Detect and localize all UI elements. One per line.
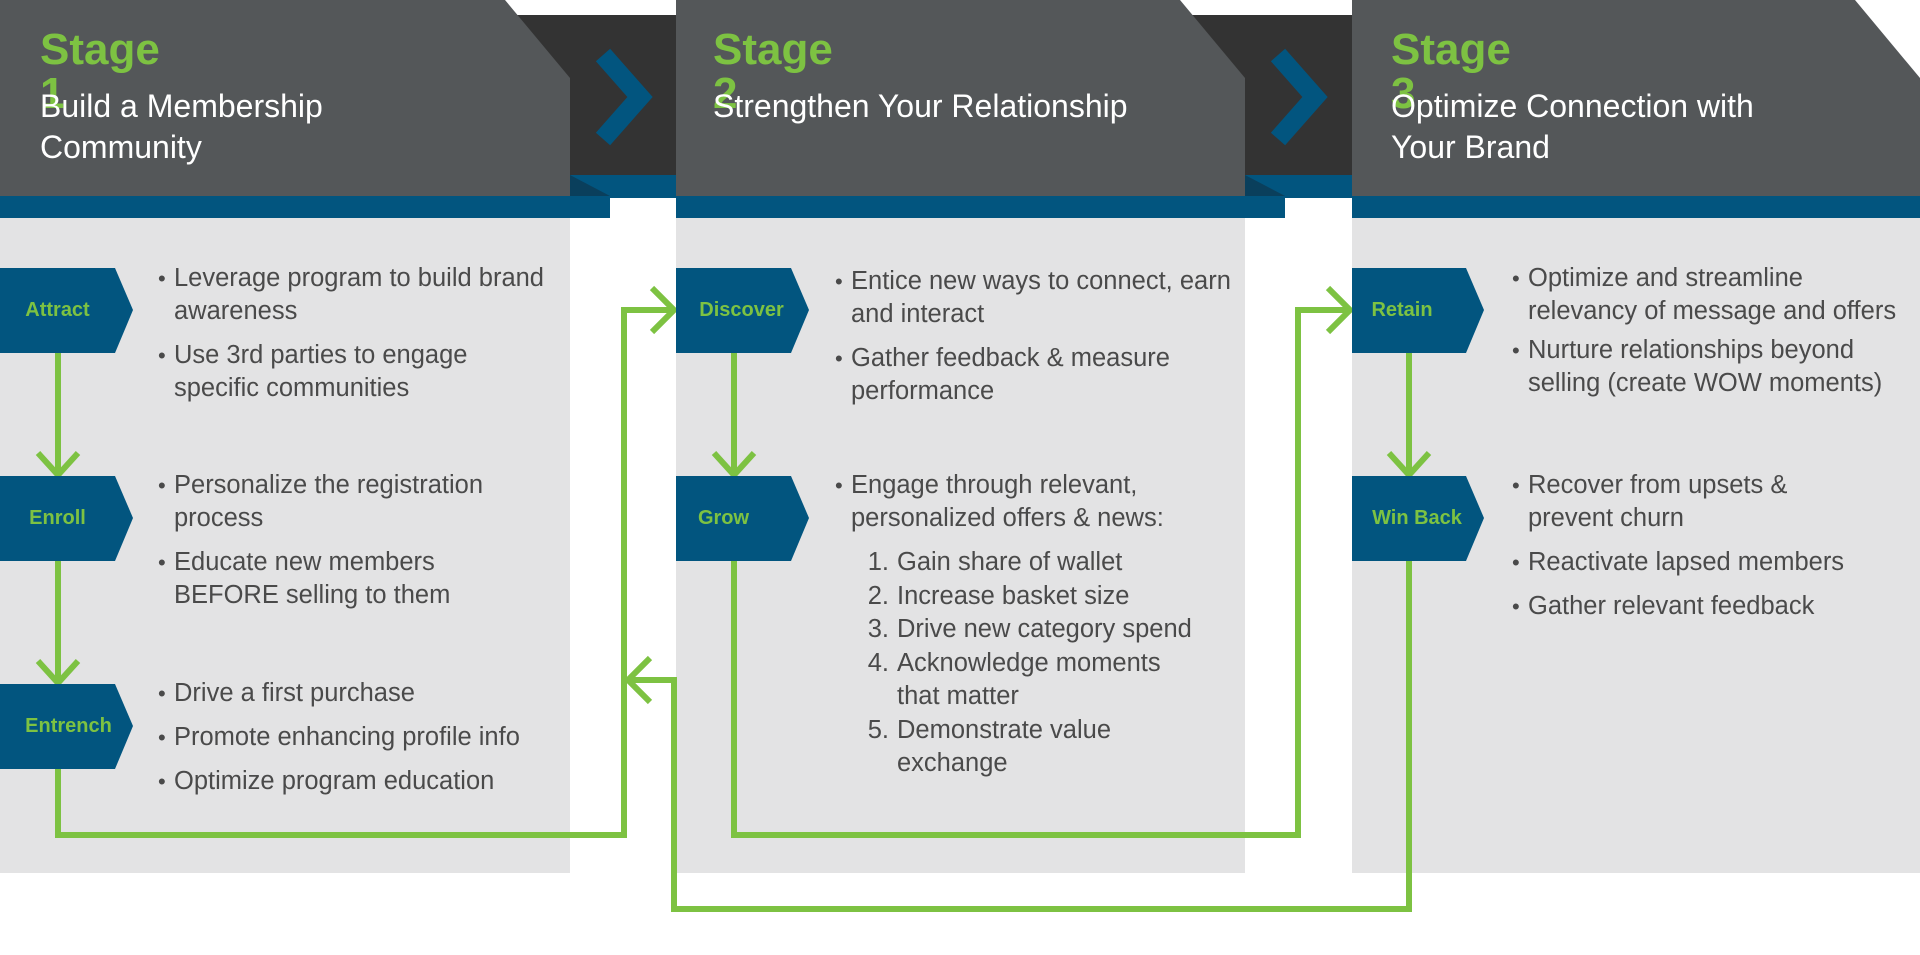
bullet-item: Engage through relevant, personalized of… xyxy=(835,469,1235,781)
winback-tag-shape xyxy=(1352,476,1484,561)
flow-arrow-head-icon xyxy=(711,450,757,480)
grow-numbered-list: 1.Gain share of wallet 2.Increase basket… xyxy=(851,546,1235,781)
flow-entrench-to-discover xyxy=(55,307,672,838)
stage-1-title: Build a Membership Community xyxy=(40,88,323,165)
step-tag-discover: Discover xyxy=(699,299,784,321)
flow-arrow-head-icon xyxy=(623,655,653,705)
numbered-item: 5.Demonstrate value exchange xyxy=(867,715,1112,778)
bullet-item: Recover from upsets & prevent churn xyxy=(1512,469,1828,535)
bullet-item: Nurture relationships beyond selling (cr… xyxy=(1512,334,1912,400)
discover-bullet-list: Entice new ways to connect, earn and int… xyxy=(835,265,1235,419)
stage-1-band-fold xyxy=(570,175,610,196)
chevron-right-icon xyxy=(595,48,653,146)
step-tag-retain: Retain xyxy=(1371,299,1433,321)
bullet-item: Optimize and streamline relevancy of mes… xyxy=(1512,262,1912,328)
stage-3-label: Stage 3 xyxy=(1391,25,1511,118)
flow-arrow-head-icon xyxy=(35,450,81,480)
winback-bullet-list: Recover from upsets & prevent churn Reac… xyxy=(1512,469,1912,634)
numbered-item: 1.Gain share of wallet xyxy=(867,548,1123,576)
discover-tag-shape xyxy=(676,268,809,353)
step-tag-entrench: Entrench xyxy=(25,715,112,737)
stage-2-header-bg xyxy=(676,0,1245,196)
flow-arrow-head-icon xyxy=(1386,450,1432,480)
step-tag-attract: Attract xyxy=(25,299,90,321)
retain-bullet-list: Optimize and streamline relevancy of mes… xyxy=(1512,262,1912,411)
entrench-bullet-list: Drive a first purchase Promote enhancing… xyxy=(158,677,568,809)
bullet-item: Entice new ways to connect, earn and int… xyxy=(835,265,1235,331)
chevron-right-icon xyxy=(1270,48,1328,146)
bullet-item: Optimize program education xyxy=(158,765,568,798)
entrench-tag-shape xyxy=(0,684,133,769)
grow-tag-shape xyxy=(676,476,809,561)
enroll-tag-shape xyxy=(0,476,133,561)
grow-bullet-list: Engage through relevant, personalized of… xyxy=(835,469,1235,792)
numbered-item: 2.Increase basket size xyxy=(867,581,1130,610)
stage-3-title: Optimize Connection with Your Brand xyxy=(1391,88,1754,165)
bullet-item: Leverage program to build brand awarenes… xyxy=(158,262,558,328)
bullet-item: Personalize the registration process xyxy=(158,469,558,535)
flow-grow-to-retain xyxy=(731,307,1348,838)
flow-arrow-head-icon xyxy=(1325,285,1355,335)
stage-1-band xyxy=(0,196,610,218)
attract-bullet-list: Leverage program to build brand awarenes… xyxy=(158,262,558,416)
stage-3-header-bg xyxy=(1352,0,1920,196)
bullet-item: Gather feedback & measure performance xyxy=(835,342,1235,408)
stage-2-title: Strengthen Your Relationship xyxy=(713,88,1128,124)
grow-bullet-text: Engage through relevant, personalized of… xyxy=(851,471,1164,532)
enroll-bullet-list: Personalize the registration process Edu… xyxy=(158,469,558,623)
stage-2-label: Stage 2 xyxy=(713,25,833,118)
bullet-item: Promote enhancing profile info xyxy=(158,721,568,754)
stage-1-header-bg xyxy=(0,0,570,196)
step-tag-win-back: Win Back xyxy=(1372,507,1462,529)
bullet-item: Educate new members BEFORE selling to th… xyxy=(158,546,484,612)
stage-3-band xyxy=(1352,196,1920,218)
retain-tag-shape xyxy=(1352,268,1484,353)
numbered-item: 4.Acknowledge moments that matter xyxy=(867,648,1161,711)
bullet-item: Drive a first purchase xyxy=(158,677,568,710)
stage-2-band xyxy=(676,196,1285,218)
attract-tag-shape xyxy=(0,268,133,353)
stage-2-band-fold xyxy=(1245,175,1285,196)
step-tag-enroll: Enroll xyxy=(29,507,86,529)
flow-arrow-head-icon xyxy=(649,285,679,335)
numbered-item: 3.Drive new category spend xyxy=(867,615,1192,643)
flow-winback-to-grow xyxy=(630,561,1412,912)
bullet-item: Use 3rd parties to engage specific commu… xyxy=(158,339,558,405)
flow-arrow-head-icon xyxy=(35,658,81,688)
step-tag-grow: Grow xyxy=(697,507,750,529)
stage-1-label: Stage 1 xyxy=(40,25,160,118)
bullet-item: Gather relevant feedback xyxy=(1512,590,1912,623)
bullet-item: Reactivate lapsed members xyxy=(1512,546,1912,579)
